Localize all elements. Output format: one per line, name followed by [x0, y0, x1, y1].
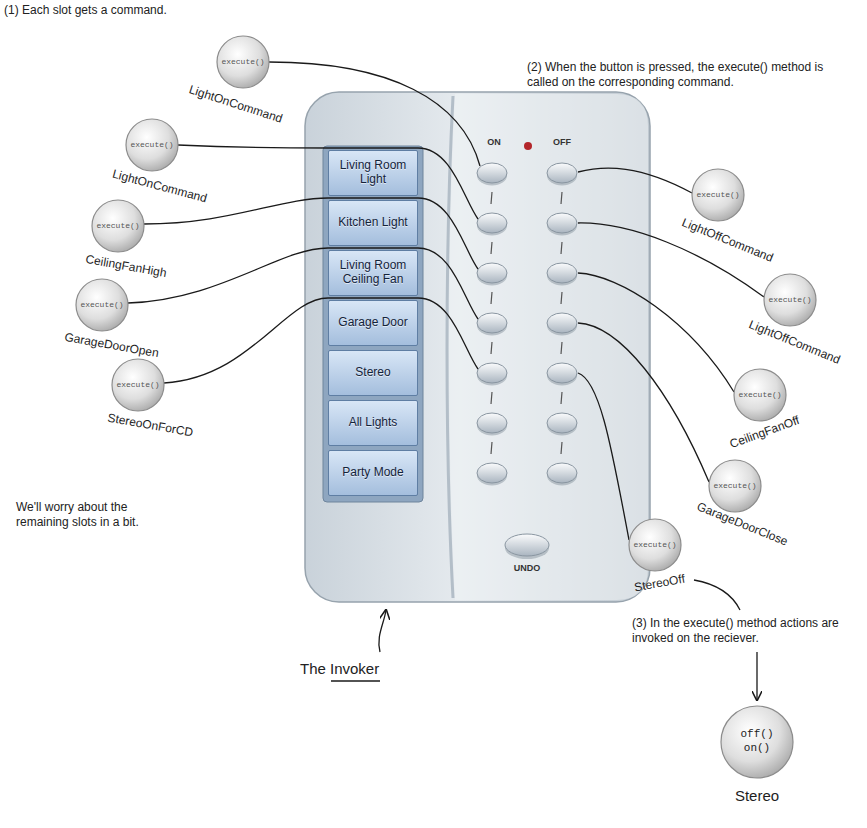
leader-line	[578, 373, 629, 540]
slot-buttons	[477, 163, 577, 486]
command-name: StereoOnForCD	[106, 410, 194, 439]
label-panel	[323, 146, 423, 502]
slot-label: All Lights	[328, 400, 418, 446]
slot-label: Stereo	[328, 350, 418, 396]
annotation-note: (1) Each slot gets a command.	[4, 3, 244, 18]
pointer-arrow	[756, 652, 757, 700]
command-name: CeilingFanHigh	[84, 252, 167, 280]
undo-label: UNDO	[514, 563, 541, 573]
slot-name: Party Mode	[342, 466, 403, 480]
slot-name: Stereo	[355, 366, 390, 380]
remote-panel	[449, 94, 648, 600]
command-object: execute()CeilingFanHigh	[91, 199, 145, 253]
slot-label: Kitchen Light	[328, 200, 418, 246]
method-call: execute()	[738, 390, 781, 400]
indicator-light	[524, 142, 532, 150]
button-dashes	[491, 192, 562, 454]
switch-label: ON	[487, 137, 501, 147]
method-call: execute()	[80, 300, 123, 310]
slot-label: Party Mode	[328, 450, 418, 496]
command-object: execute()StereoOff	[628, 518, 682, 572]
annotation-note: (2) When the button is pressed, the exec…	[527, 60, 857, 90]
leader-line	[578, 223, 764, 297]
slot-name: Living Room Light	[333, 159, 413, 187]
method-call: execute()	[768, 295, 811, 305]
switch-label: OFF	[553, 137, 571, 147]
method-list: off() on()	[737, 728, 777, 756]
command-object: execute()GarageDoorClose	[708, 459, 762, 513]
command-name: LightOffCommand	[680, 215, 775, 265]
underline	[331, 680, 380, 681]
command-object: execute()GarageDoorOpen	[75, 278, 129, 332]
method-call: execute()	[713, 481, 756, 491]
receiver-name: Stereo	[735, 787, 779, 805]
command-object: execute()StereoOnForCD	[111, 358, 165, 412]
leader-line	[164, 298, 478, 383]
method-call: execute()	[633, 540, 676, 550]
undo-button	[505, 534, 549, 559]
leader-line	[128, 248, 478, 319]
receiver-object: off() on()Stereo	[720, 705, 794, 779]
slot-name: Living Room Ceiling Fan	[333, 259, 413, 287]
method-call: execute()	[221, 57, 264, 67]
command-name: GarageDoorOpen	[64, 330, 160, 361]
command-object: execute()LightOffCommand	[763, 273, 817, 327]
method-call: execute()	[96, 221, 139, 231]
method-call: execute()	[696, 190, 739, 200]
leader-line	[694, 580, 740, 610]
command-object: execute()LightOffCommand	[691, 168, 745, 222]
slot-label: Living Room Light	[328, 150, 418, 196]
leader-line	[144, 198, 478, 269]
command-object: execute()CeilingFanOff	[733, 368, 787, 422]
command-name: StereoOff	[634, 571, 687, 594]
command-name: LightOnCommand	[111, 166, 209, 205]
method-call: execute()	[116, 380, 159, 390]
remote-control: ON OFF UNDO Living Room LightKitchen LightL…	[305, 92, 650, 602]
leader-line	[578, 168, 692, 193]
slot-name: All Lights	[349, 416, 398, 430]
method-call: execute()	[130, 140, 173, 150]
command-object: execute()LightOnCommand	[216, 35, 270, 89]
pointer-arrow	[379, 610, 386, 652]
leader-line	[578, 273, 734, 392]
slot-label: Garage Door	[328, 300, 418, 346]
slot-name: Kitchen Light	[338, 216, 407, 230]
annotation-note: We'll worry about the remaining slots in…	[16, 500, 168, 530]
slot-name: Garage Door	[338, 316, 407, 330]
command-name: LightOnCommand	[187, 82, 284, 126]
slot-label: Living Room Ceiling Fan	[328, 250, 418, 296]
annotation-note: (3) In the execute() method actions are …	[632, 616, 860, 646]
annotation-note: The Invoker	[300, 660, 420, 679]
command-object: execute()LightOnCommand	[125, 118, 179, 172]
